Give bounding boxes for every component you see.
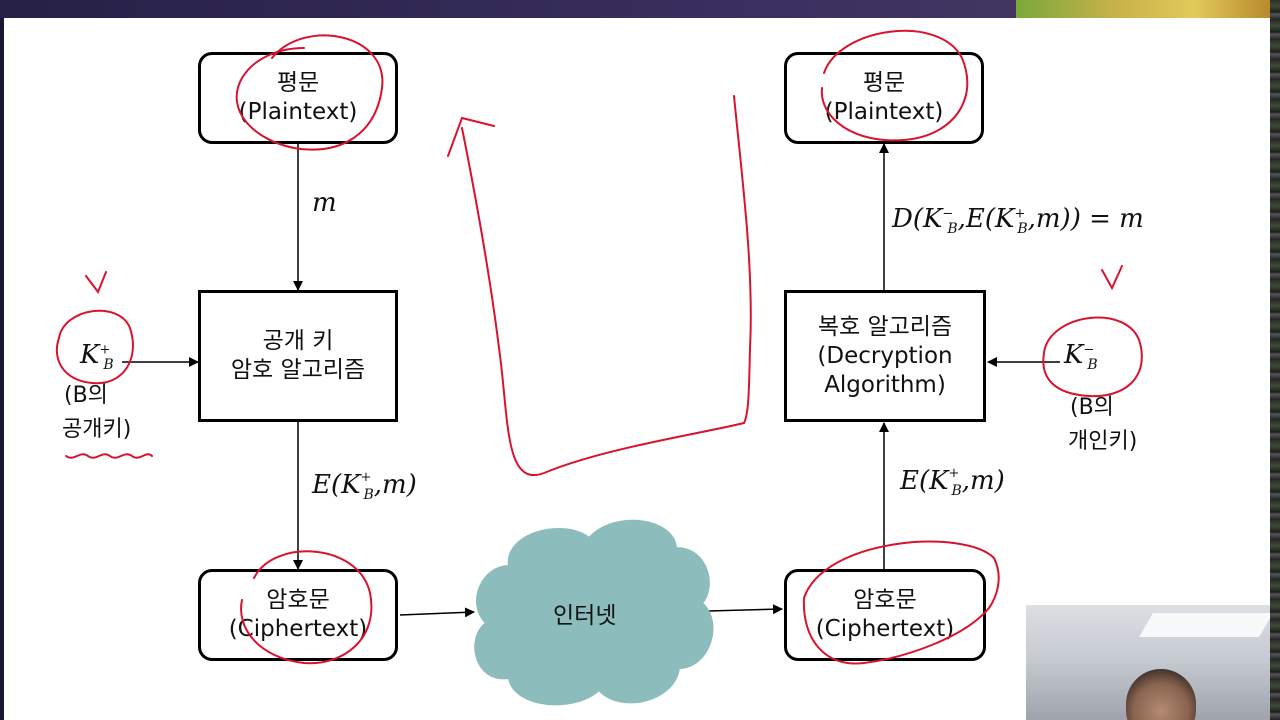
- pen-annotations: [55, 29, 1143, 665]
- ceiling-light: [1139, 613, 1270, 637]
- left-plaintext-english: (Plaintext): [238, 99, 358, 125]
- label-m: m: [312, 188, 337, 218]
- private-key-desc-1: (B의: [1070, 395, 1114, 420]
- underline-squiggle: [65, 453, 153, 459]
- circle-public-key: [55, 309, 134, 385]
- left-ciphertext-korean: 암호문: [266, 587, 330, 613]
- private-key-desc-2: 개인키): [1068, 429, 1138, 454]
- right-ciphertext-box: 암호문 (Ciphertext): [784, 569, 986, 661]
- circle-private-key: [1042, 316, 1143, 398]
- internet-cloud: [474, 519, 714, 706]
- label-decryption-equation: D(K−B,E(K+B,m)) = m: [892, 204, 1144, 238]
- right-ciphertext-korean: 암호문: [853, 587, 917, 613]
- right-edge-strip: [1270, 0, 1280, 720]
- return-arrowhead: [447, 116, 495, 157]
- public-key-desc-2: 공개키): [62, 417, 132, 442]
- public-key-symbol: K+B: [80, 340, 114, 374]
- left-ciphertext-box: 암호문 (Ciphertext): [198, 569, 398, 661]
- checkmark-right: [1101, 265, 1123, 291]
- return-path-stroke: [461, 95, 752, 476]
- label-encryption-right: E(K+B,m): [900, 466, 1005, 500]
- encryption-line1: 공개 키: [262, 328, 334, 354]
- encryption-algorithm-box: 공개 키 암호 알고리즘: [198, 290, 398, 422]
- public-key-desc-1: (B의: [64, 383, 108, 408]
- right-plaintext-box: 평문 (Plaintext): [784, 52, 984, 144]
- label-encryption-left: E(K+B,m): [312, 470, 417, 504]
- corner-thumbnail: [1016, 0, 1270, 18]
- decryption-algorithm-box: 복호 알고리즘 (Decryption Algorithm): [784, 290, 986, 422]
- arrow-ciphertext-to-internet: [399, 607, 475, 618]
- circle-left-plaintext: [235, 34, 384, 151]
- decryption-line2: (Decryption: [817, 342, 953, 369]
- right-plaintext-korean: 평문: [862, 70, 906, 96]
- diagram-connectors: [122, 143, 1060, 706]
- internet-label: 인터넷: [553, 603, 617, 629]
- circle-right-plaintext: [820, 29, 969, 142]
- private-key-symbol: K−B: [1064, 340, 1098, 374]
- webcam-overlay: [1026, 605, 1270, 720]
- encryption-line2: 암호 알고리즘: [230, 357, 366, 383]
- arrow-internet-to-ciphertext: [707, 604, 783, 615]
- left-plaintext-korean: 평문: [276, 70, 320, 96]
- right-ciphertext-english: (Ciphertext): [815, 616, 955, 642]
- checkmark-left: [85, 271, 107, 295]
- decryption-line3: Algorithm): [824, 371, 946, 398]
- slide: 평문 (Plaintext) 평문 (Plaintext) 공개 키 암호 알고…: [4, 18, 1270, 720]
- circle-left-ciphertext: [240, 550, 373, 665]
- decryption-line1: 복호 알고리즘: [817, 313, 953, 340]
- right-plaintext-english: (Plaintext): [824, 99, 944, 125]
- circle-right-ciphertext: [802, 540, 1000, 665]
- presenter-avatar: [1126, 669, 1196, 720]
- top-bar: [0, 0, 1280, 18]
